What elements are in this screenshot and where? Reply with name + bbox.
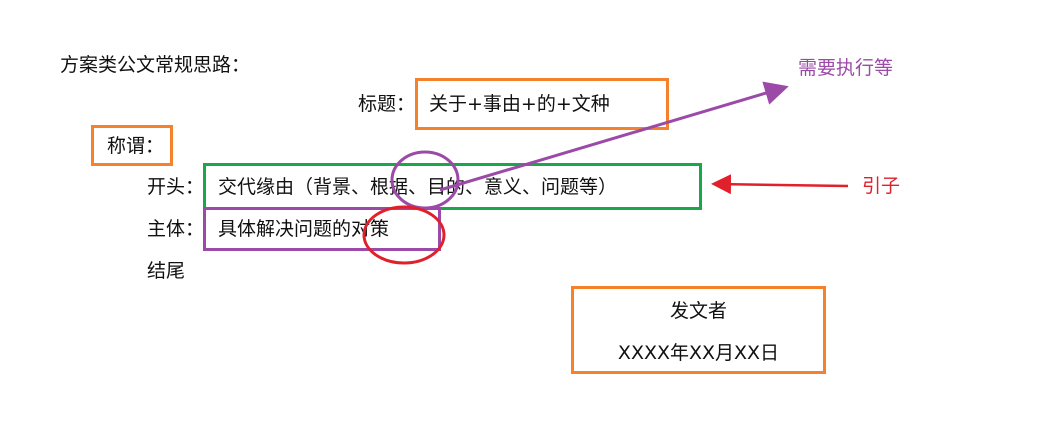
highlight-circle-countermeasure [362,205,446,265]
salutation: 称谓： [107,135,165,157]
opening-label: 开头： [147,176,205,198]
signature-box [571,286,826,374]
opening-value: 交代缘由（背景、根据、目的、意义、问题等） [218,176,618,198]
title-label: 标题： [358,93,416,115]
signature-date: XXXX年XX月XX日 [617,342,780,364]
title-box [415,78,669,130]
highlight-circle-basis [390,150,460,210]
note-red: 引子 [862,175,901,197]
arrow-purple [439,81,789,192]
note-purple: 需要执行等 [798,57,894,79]
body-label: 主体： [147,218,205,240]
body-value: 具体解决问题的对策 [218,218,390,240]
arrow-red [711,174,849,195]
title-value: 关于+事由+的+文种 [429,93,610,115]
salutation-box [91,125,173,166]
body-box [203,207,441,251]
signature-issuer: 发文者 [669,300,727,322]
heading: 方案类公文常规思路： [60,54,251,76]
ending-label: 结尾 [147,260,186,282]
